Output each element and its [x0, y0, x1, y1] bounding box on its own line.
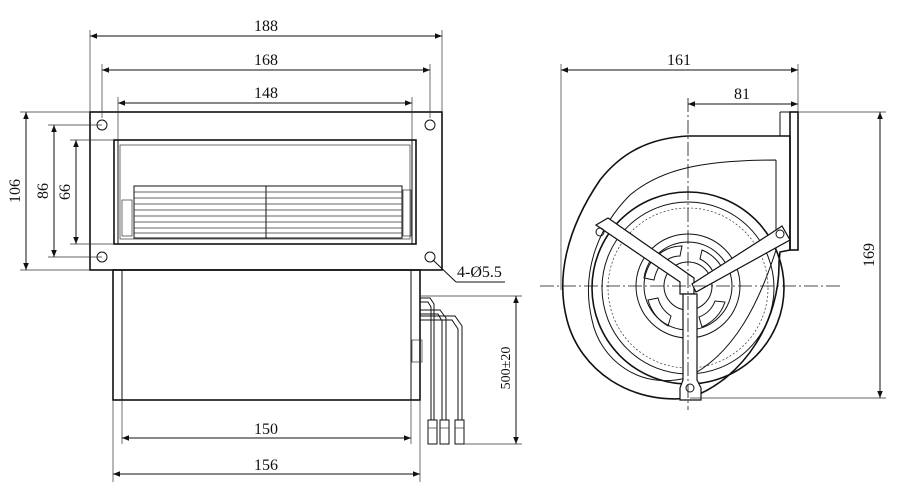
housing-body	[112, 269, 421, 401]
dim-161-label: 161	[667, 52, 691, 69]
outlet-flange	[789, 111, 799, 251]
dim-188-label: 188	[254, 18, 278, 35]
front-view: 188 168 148 106 86 66 4-Ø5.5 500±20	[7, 18, 522, 482]
cable-bundle	[420, 297, 465, 445]
dim-81-label: 81	[734, 86, 750, 103]
dim-150-label: 150	[254, 421, 278, 438]
dim-106-label: 106	[7, 179, 24, 203]
cable-length-label: 500±20	[499, 347, 514, 390]
mount-hole-br	[424, 251, 436, 263]
impeller-blades	[121, 185, 412, 239]
outlet-opening	[113, 139, 417, 245]
dim-168-label: 168	[254, 52, 278, 69]
motor-bracket	[594, 217, 791, 401]
mount-hole-tr	[424, 119, 436, 131]
dim-148-label: 148	[254, 85, 278, 102]
dim-156-label: 156	[254, 457, 278, 474]
dim-169-label: 169	[861, 243, 878, 267]
side-view: 161 81 169	[540, 52, 886, 410]
dim-86-label: 86	[35, 183, 52, 199]
dim-66-label: 66	[57, 184, 74, 200]
hole-callout: 4-Ø5.5	[457, 264, 502, 281]
